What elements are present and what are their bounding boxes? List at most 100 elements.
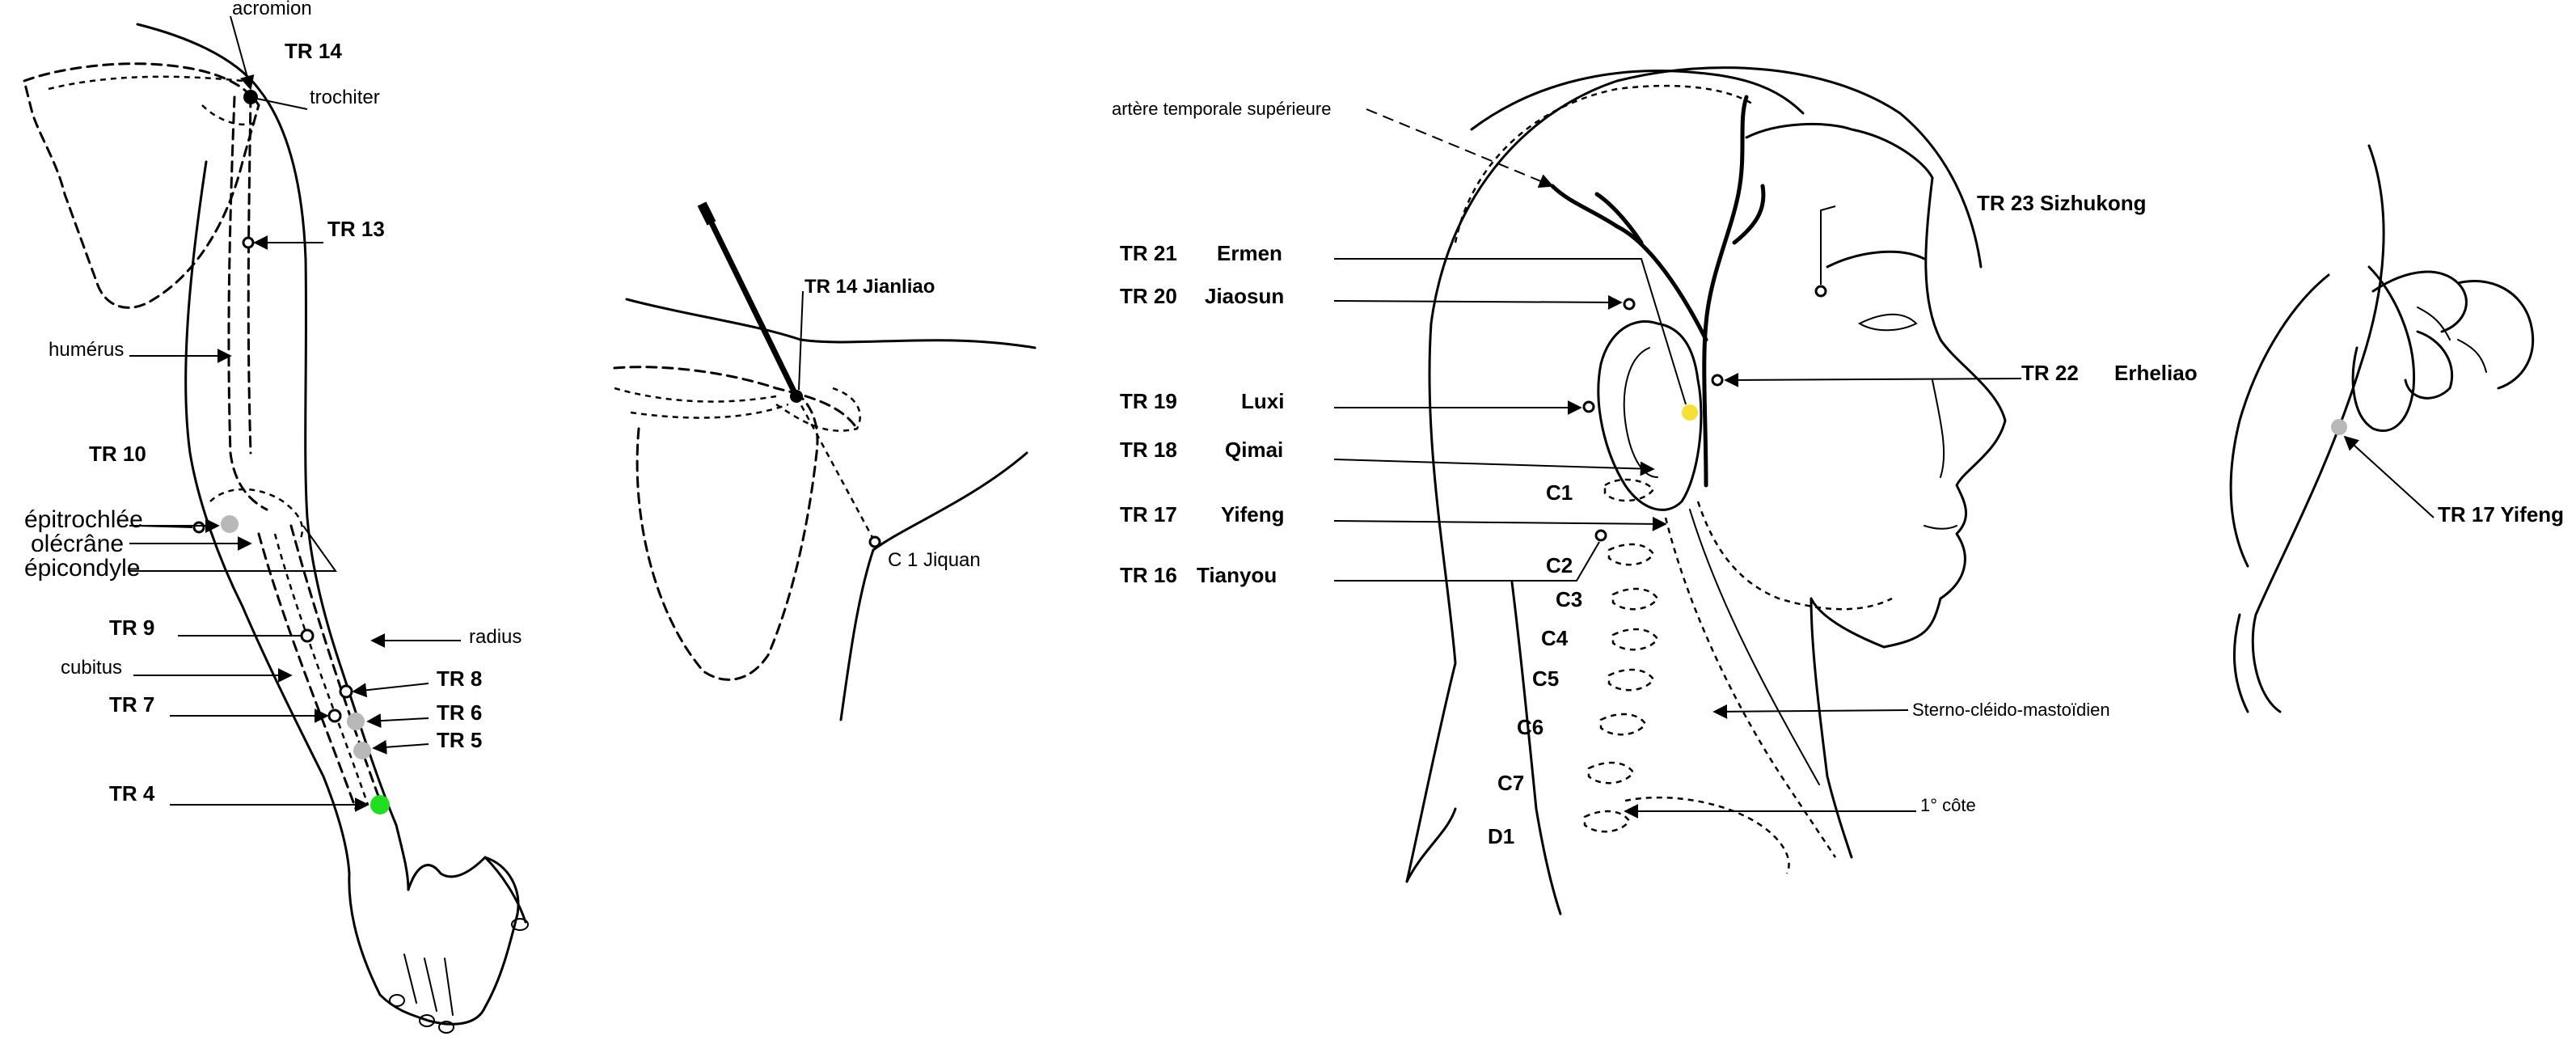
scalp-dashed [1454,84,1755,243]
finger-lines [403,954,454,1016]
finger-nail-2 [419,1014,435,1027]
hair-contour [1470,70,1805,131]
label-c2: C2 [1546,553,1573,577]
leader-acromion [230,15,255,91]
scapula-detail [636,395,819,681]
temporal-artery [1702,95,1749,488]
label-c3: C3 [1556,587,1582,611]
label-tr17-name: Yifeng [1221,502,1284,527]
label-tr17-yifeng: TR 17 Yifeng [2438,502,2564,527]
radius-bone [289,524,382,802]
tr4-point [370,795,390,814]
leader-tr6 [366,713,429,729]
clavicle-outline [48,75,243,91]
leader-epicondyle [129,525,337,572]
label-c4: C4 [1541,626,1569,650]
label-tr20-name: Jiaosun [1205,284,1284,308]
label-c6: C6 [1517,715,1543,739]
shoulder-top-contour [625,298,1037,349]
acromion-detail [614,387,789,419]
grey-point-elbow [221,515,239,533]
label-epitrochlee: épitrochlée [24,506,143,533]
finger-nail-3 [438,1021,454,1034]
tr14-jianliao-point [790,390,803,403]
label-tr9: TR 9 [109,615,154,640]
label-artery: artère temporale supérieure [1112,99,1331,119]
label-tr17: TR 17 [1120,502,1177,527]
hand-back [2456,279,2535,390]
label-tr5: TR 5 [437,728,482,752]
label-epicondyle: épicondyle [24,555,140,582]
needle-handle [697,201,716,226]
axis-dashed-line [795,395,876,543]
thumb-outline [484,856,527,924]
humerus-bone-inner [247,95,252,455]
label-tr21-name: Ermen [1217,241,1282,265]
scapula-outline [23,62,260,309]
label-tr6: TR 6 [437,700,482,725]
ear-inner [1623,347,1658,478]
hand-creases [2417,307,2487,373]
clavicle-detail [613,366,859,430]
cervical-vertebrae [1583,478,1790,874]
label-cubitus: cubitus [61,657,122,679]
tr16-point [1594,529,1607,542]
label-tr19-name: Luxi [1241,389,1284,413]
leader-tr21 [1334,258,1687,405]
shoulder-lower-contour [839,451,1028,721]
sterno-muscle-edge [1689,509,1820,785]
grey-point-tr6 [347,713,365,730]
mandible-dashed [1696,501,1893,611]
tr7-point [327,708,342,723]
leader-sterno [1712,704,1909,719]
leader-tr14-jianliao [798,290,804,391]
hand-outline [348,856,520,1026]
tr19-point [1582,400,1595,413]
label-cote: 1° côte [1920,795,1976,815]
label-tr19: TR 19 [1120,389,1177,413]
skull-contour [1405,66,1983,883]
artery-branch-1 [1550,184,1708,342]
label-olecrane: olécrâne [31,531,124,557]
label-tr14: TR 14 [285,39,342,63]
leader-tr8 [352,683,429,698]
label-tr22: TR 22 [2021,361,2079,385]
c1-jiquan-point [868,535,881,548]
face-profile [1810,176,2007,778]
tr23-point [1814,285,1827,298]
nose-line [1932,379,1945,478]
label-tr8: TR 8 [437,666,482,691]
ear-figure: TR 17 Yifeng [2229,144,2564,713]
thumb-nail [511,918,529,931]
label-tr7: TR 7 [109,692,154,717]
tr9-point [300,628,315,643]
humerus-bone [227,95,268,511]
leader-tr16 [1334,541,1600,582]
label-tr14-jianliao: TR 14 Jianliao [804,276,935,298]
label-humerus: humérus [49,339,124,361]
ear-outline [1597,319,1703,511]
leader-tr23 [1820,205,1836,285]
artery-branch-3 [1732,184,1766,245]
hairline [1745,122,1934,180]
eye [1857,313,1918,332]
tr14-point [243,90,258,104]
label-tr18: TR 18 [1120,438,1177,462]
leader-tr22 [1724,372,2022,387]
label-tr21: TR 21 [1120,241,1177,265]
label-c1: C1 [1546,480,1573,505]
label-tr16: TR 16 [1120,563,1177,587]
label-tr20: TR 20 [1120,284,1177,308]
tr13-point [242,236,255,249]
shoulder-contour [136,23,410,891]
tr20-point [1623,298,1636,311]
shoulder-figure: TR 14 Jianliao C 1 Jiquan [613,201,1037,721]
tr22-point [1711,374,1724,387]
neck-front [1826,775,1853,859]
tr10-point [192,521,205,534]
shoulder-line [1405,807,1457,883]
leader-trochiter [256,98,308,110]
label-tr23: TR 23 Sizhukong [1977,191,2146,215]
grey-point-tr5 [353,742,371,759]
tr8-point [339,684,353,699]
